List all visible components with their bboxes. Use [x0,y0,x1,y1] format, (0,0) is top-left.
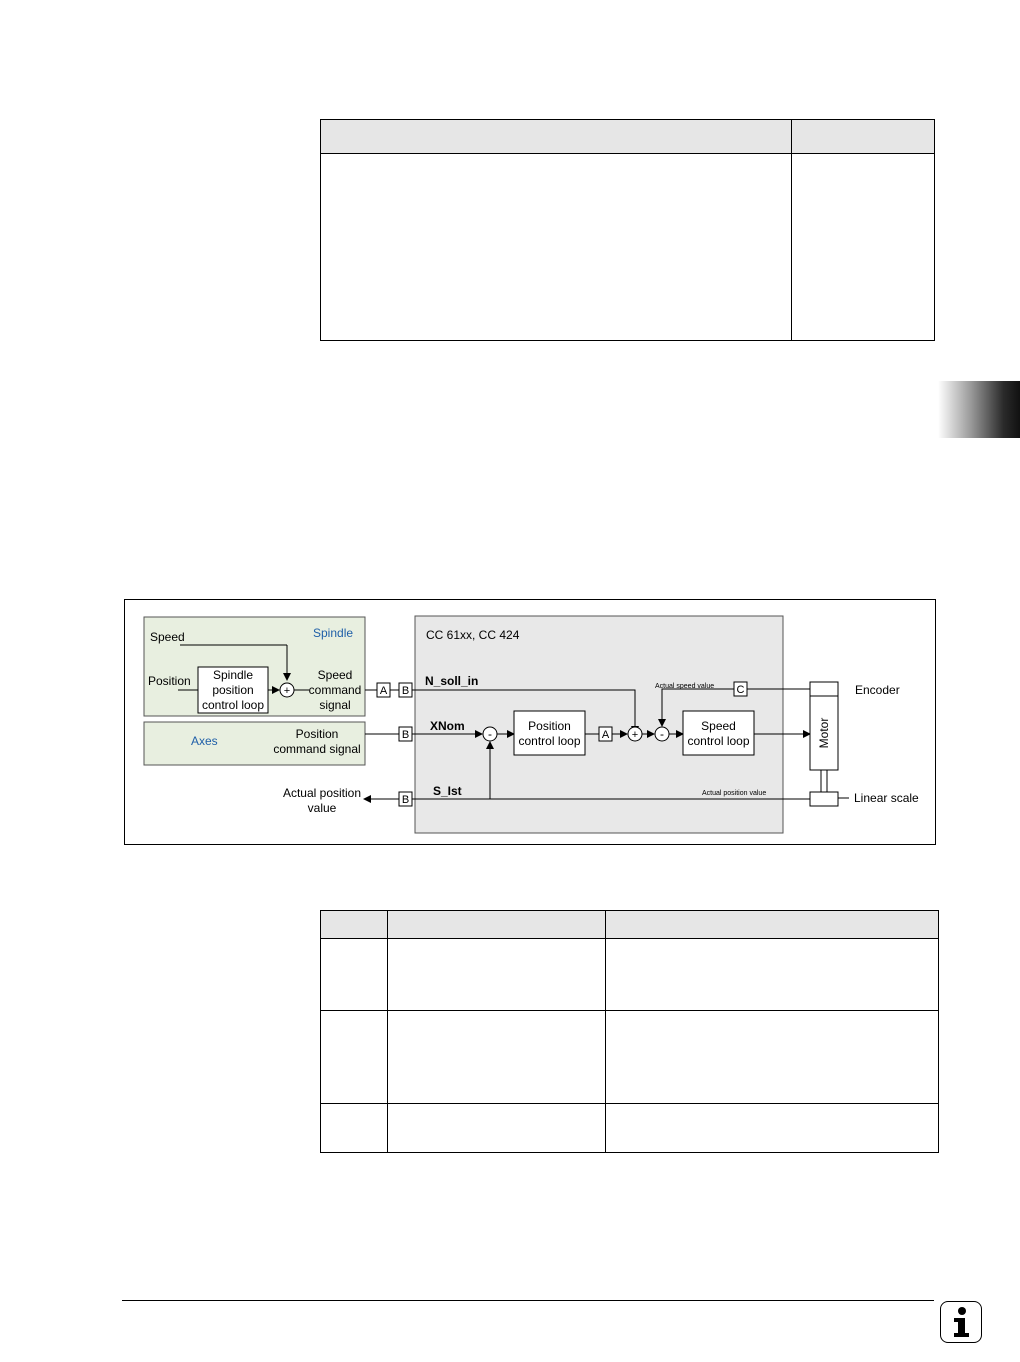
controller-title: CC 61xx, CC 424 [426,628,520,642]
position-loop-box [513,710,586,756]
table-row [320,1010,939,1104]
position-input-label: Position [148,674,191,688]
table-header-row [320,910,939,939]
spindle-loop-label-2: position [212,683,253,697]
spindle-title: Spindle [313,626,353,640]
position-loop-label-1: Position [528,719,571,733]
table-cell [605,938,939,1011]
table-header-cell [320,910,388,939]
footer-rule [122,1300,934,1301]
actual-position-value-small-label: Actual position value [702,790,766,797]
s-ist-label: S_Ist [433,784,462,798]
connector-c-label: C [737,684,745,696]
speed-command-label-2: command [309,683,362,697]
bottom-table [320,910,939,1153]
speed-sum-sign: + [632,729,638,741]
table-cell [320,938,388,1011]
speed-loop-label-2: control loop [687,734,749,748]
speed-command-label-3: signal [319,698,350,712]
table-cell [320,1103,388,1153]
table-row [320,938,939,1011]
table-header-cell [791,119,935,154]
diagram-svg: Spindle Speed Position Spindle position … [143,615,919,834]
position-command-label-1: Position [296,727,339,741]
connector-b2-label: B [402,729,409,741]
table-header-row [320,119,935,154]
chapter-tab-marker [938,381,1020,438]
spindle-sum-sign: + [284,685,290,697]
speed-command-label-1: Speed [318,668,353,682]
info-glyph [954,1307,969,1337]
connector-a2-label: A [602,729,610,741]
actual-position-output-label-1: Actual position [283,786,361,800]
axes-title: Axes [191,734,218,748]
info-icon [940,1301,982,1343]
position-diff-sign: - [488,727,492,741]
xnom-label: XNom [430,719,465,733]
table-cell [791,153,935,341]
axes-panel [143,721,366,766]
linear-scale-block [809,791,839,807]
position-command-label-2: command signal [273,742,360,756]
motor-label: Motor [817,718,831,749]
table-row [320,153,935,341]
speed-input-label: Speed [150,630,185,644]
table-cell [387,1103,606,1153]
speed-feedback-line [658,688,741,727]
n-soll-in-label: N_soll_in [425,674,478,688]
speed-loop-label-1: Speed [701,719,736,733]
table-cell [320,153,792,341]
position-loop-label-2: control loop [518,734,580,748]
speed-loop-box [682,710,755,756]
table-cell [387,938,606,1011]
actual-speed-value-label: Actual speed value [655,683,714,690]
motor-block [809,695,839,771]
table-cell [605,1010,939,1104]
table-cell [387,1010,606,1104]
n-soll-in-line [412,689,639,734]
spindle-loop-label-3: control loop [202,698,264,712]
table-row [320,1103,939,1153]
connector-b3-label: B [402,794,409,806]
speed-diff-sign: - [660,727,664,741]
spindle-loop-box [197,666,269,714]
top-table [320,119,935,341]
actual-position-output-label-2: value [308,801,337,815]
table-header-cell [605,910,939,939]
linear-scale-label: Linear scale [854,791,919,805]
control-loop-diagram: Spindle Speed Position Spindle position … [124,599,936,845]
table-header-cell [387,910,606,939]
connector-a-label: A [380,685,388,697]
table-header-cell [320,119,792,154]
spindle-loop-label-1: Spindle [213,668,253,682]
connector-b-label: B [402,685,409,697]
encoder-block [809,681,839,697]
encoder-label: Encoder [855,683,900,697]
table-cell [320,1010,388,1104]
table-cell [605,1103,939,1153]
